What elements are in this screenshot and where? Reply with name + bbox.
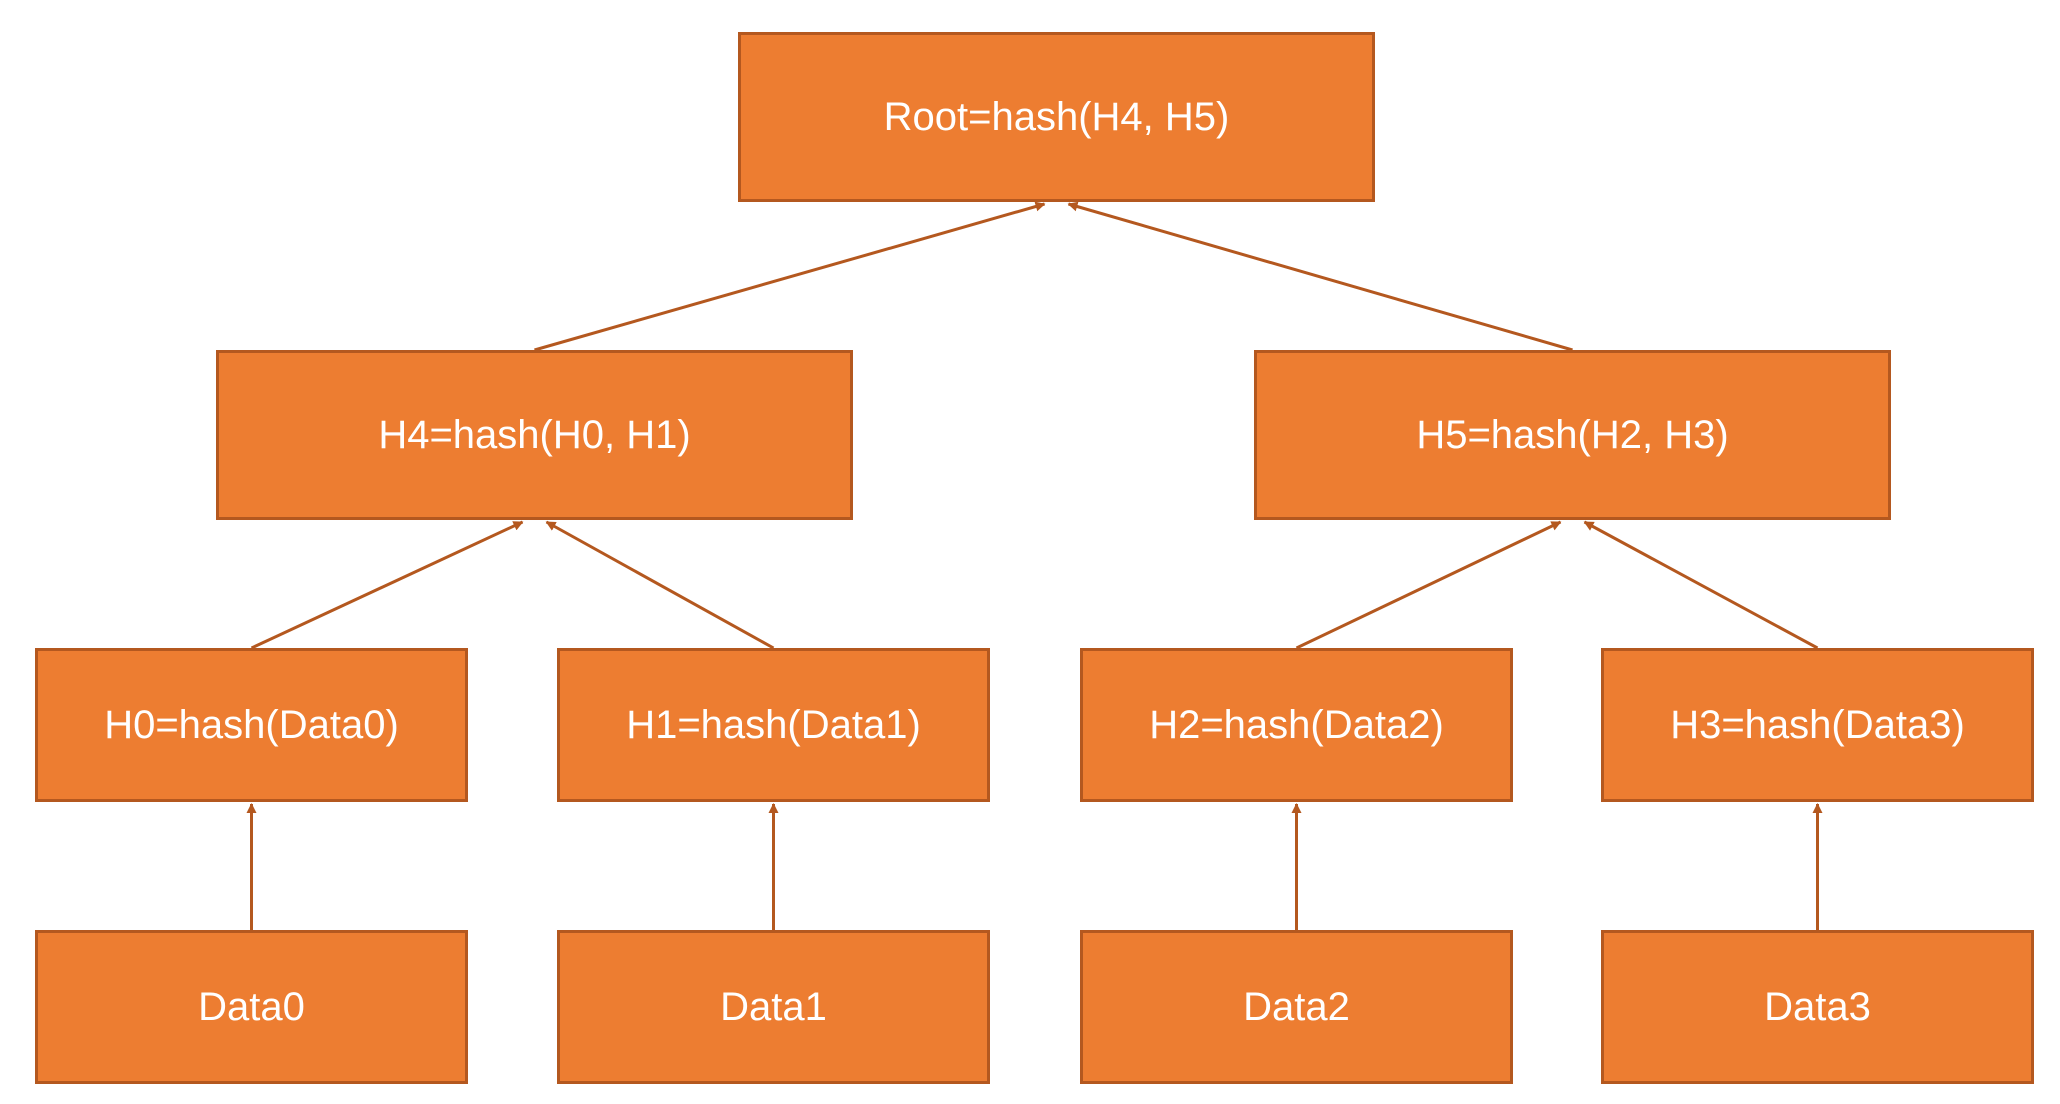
hash-node-h1: H1=hash(Data1) — [557, 648, 990, 802]
root-hash-node: Root=hash(H4, H5) — [738, 32, 1375, 202]
edges — [246, 201, 1823, 930]
hash-node-h4: H4=hash(H0, H1) — [216, 350, 853, 520]
hash-node-h3: H3=hash(Data3) — [1601, 648, 2034, 802]
hash-node-h5: H5=hash(H2, H3) — [1254, 350, 1891, 520]
hash-node-h2: H2=hash(Data2) — [1080, 648, 1513, 802]
data-label-2: Data2 — [1243, 985, 1350, 1029]
hash-label-h0: H0=hash(Data0) — [104, 703, 399, 747]
data-label-1: Data1 — [720, 985, 827, 1029]
edge-h0-to-h4 — [250, 520, 524, 650]
data-node-1: Data1 — [557, 930, 990, 1084]
edge-h1-to-h4 — [545, 520, 775, 650]
data-label-3: Data3 — [1764, 985, 1871, 1029]
data-node-0: Data0 — [35, 930, 468, 1084]
hash-label-h5: H5=hash(H2, H3) — [1416, 413, 1729, 457]
hash-node-h0: H0=hash(Data0) — [35, 648, 468, 802]
root-hash-label: Root=hash(H4, H5) — [883, 95, 1230, 139]
hash-label-h1: H1=hash(Data1) — [626, 703, 921, 747]
data-label-0: Data0 — [198, 985, 305, 1029]
data-node-3: Data3 — [1601, 930, 2034, 1084]
hash-label-h4: H4=hash(H0, H1) — [378, 413, 691, 457]
edge-h5-to-root — [1067, 201, 1573, 352]
hash-label-h3: H3=hash(Data3) — [1670, 703, 1965, 747]
edge-h3-to-h5 — [1583, 520, 1819, 650]
hash-label-h2: H2=hash(Data2) — [1149, 703, 1444, 747]
data-node-2: Data2 — [1080, 930, 1513, 1084]
edge-h2-to-h5 — [1295, 520, 1562, 650]
edge-h4-to-root — [534, 201, 1046, 352]
